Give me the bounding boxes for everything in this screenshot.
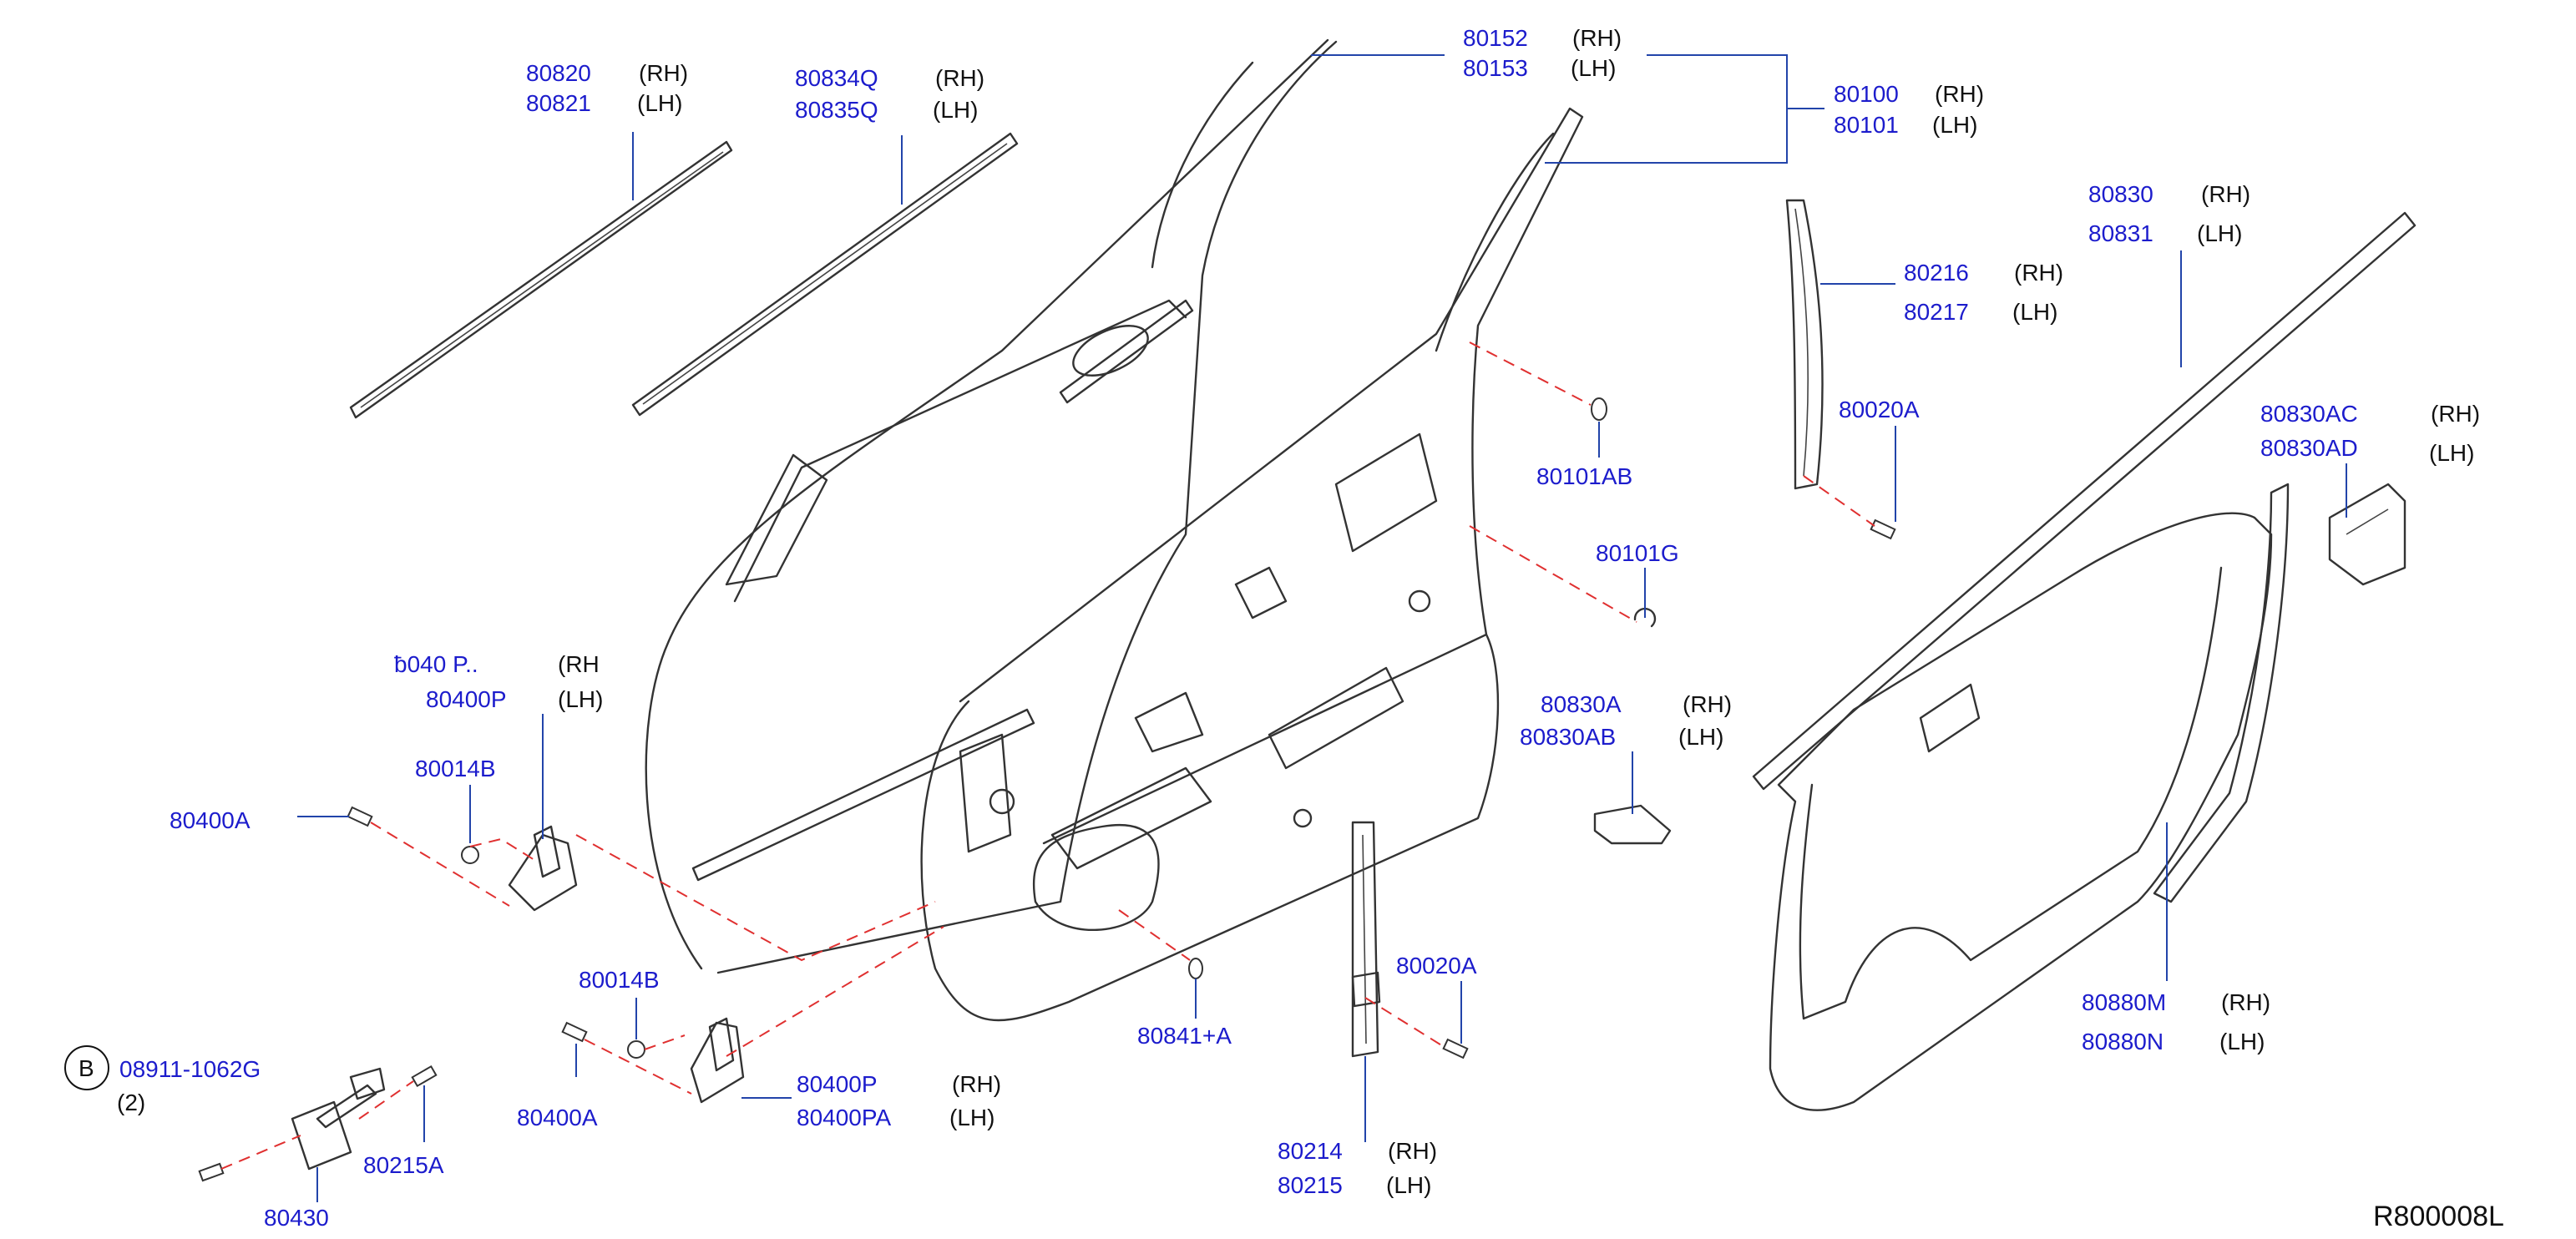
label-80880M: 80880M xyxy=(2082,989,2166,1015)
label-80214: 80214 xyxy=(1278,1138,1343,1164)
door-edge-molding xyxy=(1752,211,2417,791)
front-sash-channel xyxy=(1351,821,1381,1058)
label-80400PA: 80400PA xyxy=(797,1105,891,1130)
label-80830A-side: (RH) xyxy=(1683,691,1732,717)
label-80880M-side: (RH) xyxy=(2221,989,2270,1015)
label-80400A-top: 80400A xyxy=(170,807,251,833)
label-80153-side: (LH) xyxy=(1571,55,1616,81)
label-80101: 80101 xyxy=(1834,112,1899,138)
label-80101G: 80101G xyxy=(1596,540,1679,566)
label-80821: 80821 xyxy=(526,90,591,116)
door-inner-panel xyxy=(920,107,1584,1022)
trim-clip-upper xyxy=(2328,483,2406,586)
label-80152: 80152 xyxy=(1463,25,1528,51)
callout-b-letter: B xyxy=(78,1055,94,1081)
label-80830AC: 80830AC xyxy=(2260,401,2358,427)
trim-clip-lower xyxy=(1593,804,1672,845)
belt-molding-outer xyxy=(349,140,733,419)
label-80400P-bot: 80400P xyxy=(797,1071,878,1097)
label-80821-side: (LH) xyxy=(637,90,682,116)
label-80100-side: (RH) xyxy=(1935,81,1984,107)
label-80217: 80217 xyxy=(1904,299,1969,325)
label-80830: 80830 xyxy=(2088,181,2153,207)
label-80830A: 80830A xyxy=(1541,691,1622,717)
label-80215: 80215 xyxy=(1278,1172,1343,1198)
dashed-leaders xyxy=(220,341,1875,1170)
label-80400P-top: 80400P xyxy=(426,686,507,712)
label-80400PA-side: (LH) xyxy=(949,1105,994,1130)
label-80835Q-side: (LH) xyxy=(933,97,978,123)
label-80217-side: (LH) xyxy=(2012,299,2057,325)
label-quantity: (2) xyxy=(117,1090,145,1115)
rear-sash-channel xyxy=(1785,199,1824,490)
label-80830AC-side: (RH) xyxy=(2431,401,2480,427)
door-check-link xyxy=(291,1067,386,1171)
label-80831-side: (LH) xyxy=(2197,220,2242,246)
label-80834Q-side: (RH) xyxy=(935,65,984,91)
label-80152-side: (RH) xyxy=(1572,25,1622,51)
label-80831: 80831 xyxy=(2088,220,2153,246)
part-labels: 80820 (RH) 80821 (LH) 80834Q (RH) 80835Q… xyxy=(64,25,2504,1232)
diagram-reference: R800008L xyxy=(2373,1201,2504,1232)
label-80216-side: (RH) xyxy=(2014,260,2063,286)
label-80020A-bot: 80020A xyxy=(1396,953,1477,979)
leader-lines xyxy=(297,54,2347,1202)
label-80830-side: (RH) xyxy=(2201,181,2250,207)
label-80400P-bot-side: (RH) xyxy=(952,1071,1001,1097)
label-08911-1062G: 08911-1062G xyxy=(119,1056,261,1082)
label-80400-partial-side: (RH xyxy=(558,651,600,677)
label-80101AB: 80101AB xyxy=(1536,463,1632,489)
door-outer-panel xyxy=(645,38,1338,974)
fasteners xyxy=(198,397,1896,1182)
label-80880N: 80880N xyxy=(2082,1029,2164,1054)
belt-weatherstrip-inner xyxy=(631,132,1019,417)
label-80216: 80216 xyxy=(1904,260,1969,286)
label-80014B-bot: 80014B xyxy=(579,967,660,993)
label-80834Q: 80834Q xyxy=(795,65,878,91)
label-80830AB-side: (LH) xyxy=(1678,724,1723,750)
door-hinge-lower xyxy=(690,1017,745,1104)
label-80153: 80153 xyxy=(1463,55,1528,81)
label-80830AB: 80830AB xyxy=(1520,724,1616,750)
label-80215-side: (LH) xyxy=(1386,1172,1431,1198)
label-80880N-side: (LH) xyxy=(2219,1029,2265,1054)
label-80400A-bot: 80400A xyxy=(517,1105,598,1130)
label-80830AD: 80830AD xyxy=(2260,435,2358,461)
callout-b-circle xyxy=(64,1045,109,1090)
label-80215A: 80215A xyxy=(363,1152,444,1178)
door-hinge-upper xyxy=(508,825,578,912)
label-80014B-top: 80014B xyxy=(415,756,496,781)
label-80020A-top: 80020A xyxy=(1839,397,1920,422)
door-opening-weatherstrip xyxy=(1769,483,2290,1111)
label-80100: 80100 xyxy=(1834,81,1899,107)
label-80101-side: (LH) xyxy=(1932,112,1977,138)
label-80830AD-side: (LH) xyxy=(2429,440,2474,466)
label-80430: 80430 xyxy=(264,1205,329,1231)
label-80400P-top-side: (LH) xyxy=(558,686,603,712)
label-80820: 80820 xyxy=(526,60,591,86)
label-80841A: 80841+A xyxy=(1137,1023,1232,1049)
label-80820-side: (RH) xyxy=(639,60,688,86)
label-80835Q: 80835Q xyxy=(795,97,878,123)
label-80214-side: (RH) xyxy=(1388,1138,1437,1164)
label-80400-partial: ƀ040 P.. xyxy=(394,651,478,677)
